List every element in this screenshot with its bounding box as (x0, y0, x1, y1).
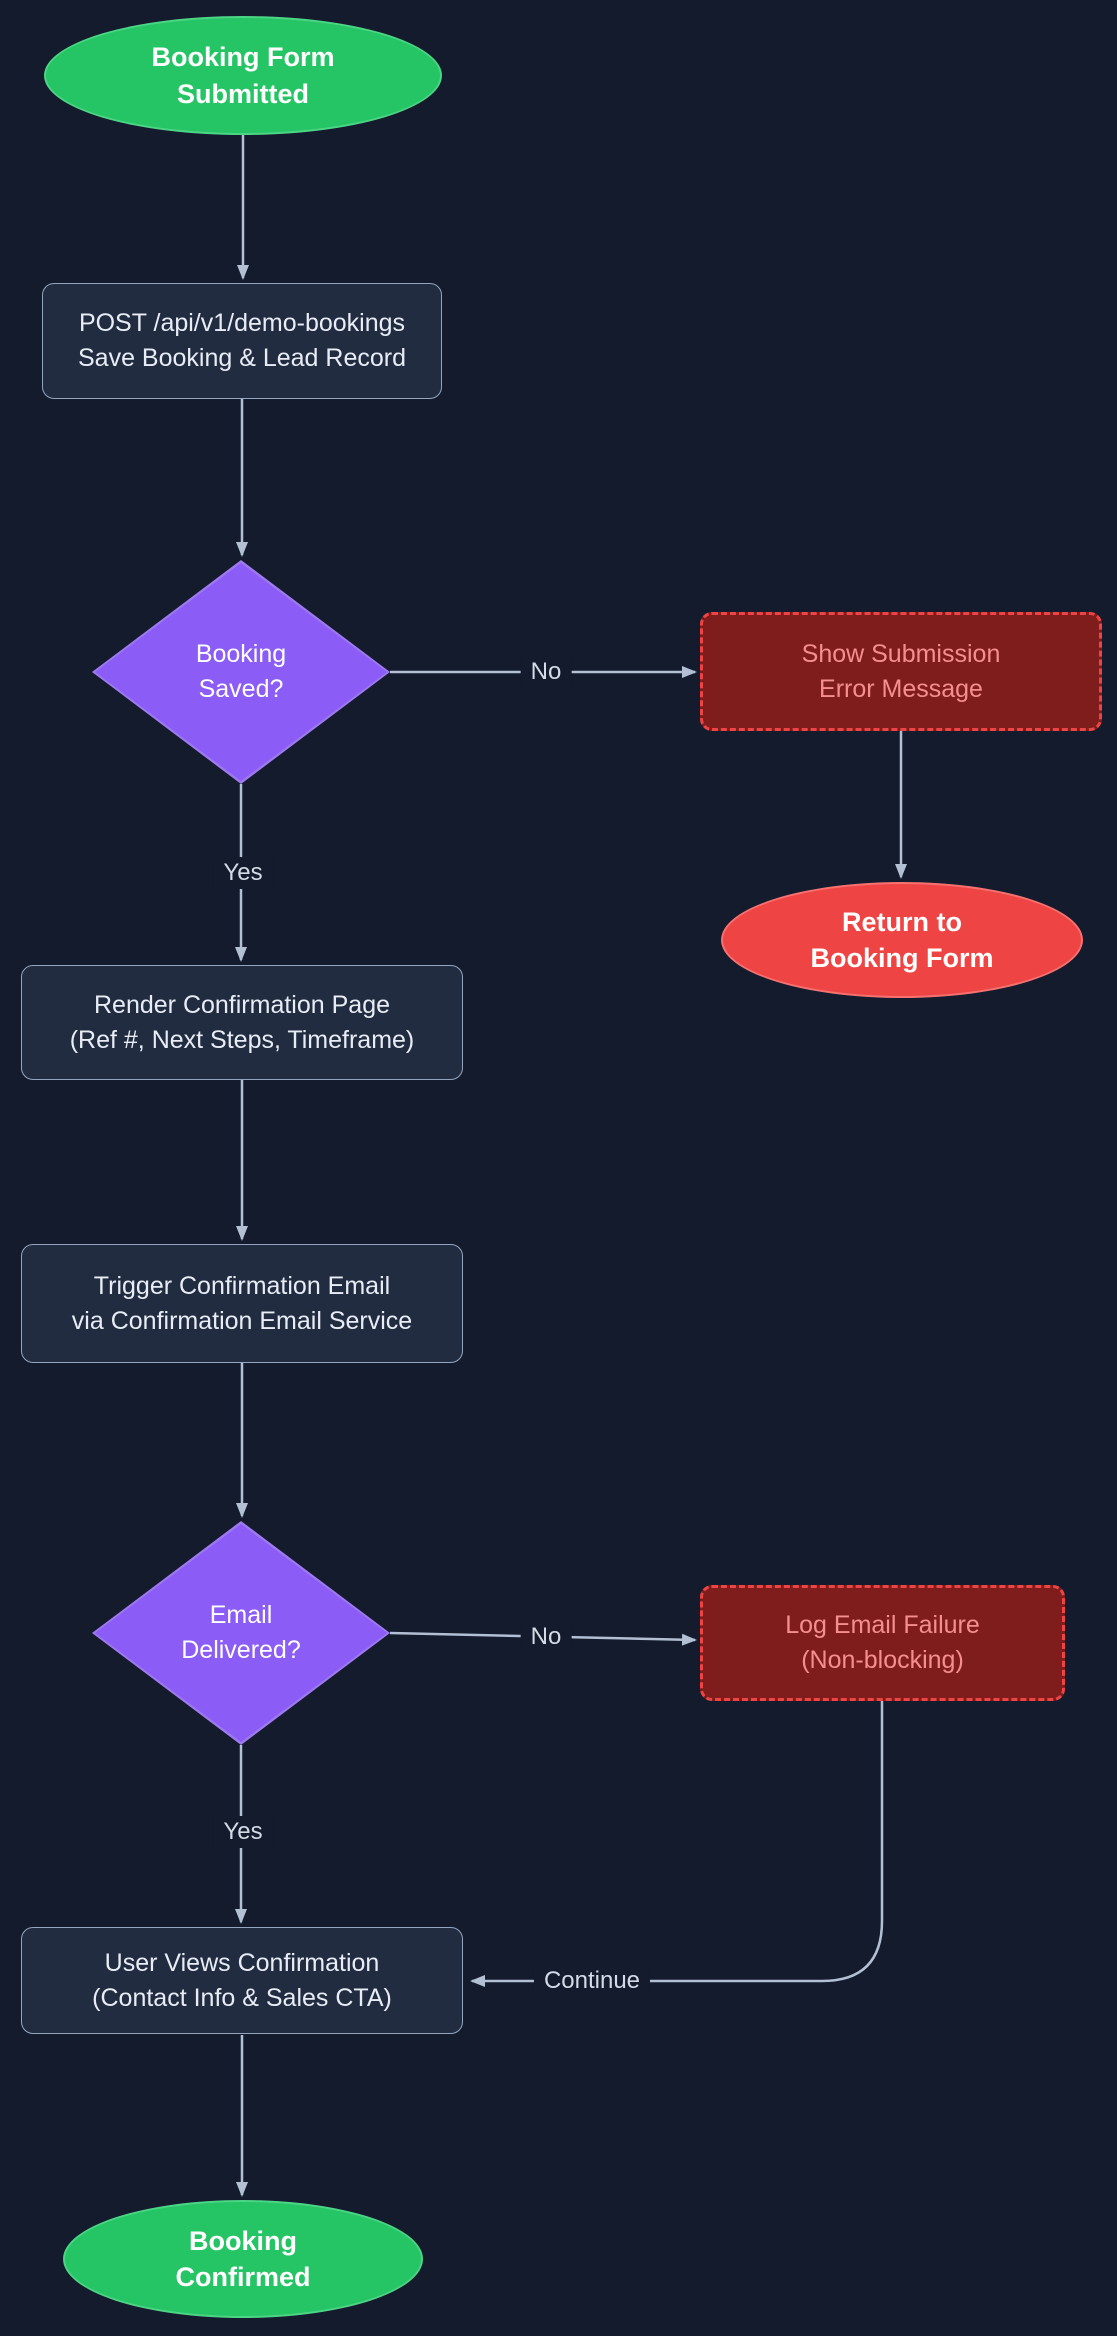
node-label-line: Email (209, 1601, 273, 1629)
node-label-line: Log Email Failure (785, 1611, 980, 1639)
edge-label-no-saved: No (520, 656, 572, 688)
node-label-line: Confirmed (175, 2262, 311, 2292)
node-render-confirmation-page: Render Confirmation Page (Ref #, Next St… (21, 965, 463, 1080)
edge-label-continue: Continue (533, 1965, 651, 1997)
node-label-line: Render Confirmation Page (94, 990, 390, 1019)
node-label-line: (Non-blocking) (801, 1646, 964, 1674)
edge-label-no-delivered: No (520, 1621, 572, 1653)
edge-logfailure-continue (470, 1701, 884, 1987)
node-label-line: Show Submission (801, 639, 1001, 668)
node-label-line: Booking (189, 2225, 297, 2256)
node-label-line: Return to (842, 906, 962, 937)
node-label-line: Submitted (177, 78, 309, 109)
node-booking-form-submitted: Booking Form Submitted (44, 16, 442, 135)
node-log-email-failure: Log Email Failure (Non-blocking) (700, 1585, 1065, 1701)
decision-email-delivered: Email Delivered? (92, 1521, 390, 1745)
decision-label: Email Delivered? (92, 1521, 390, 1745)
node-show-submission-error: Show Submission Error Message (700, 612, 1102, 731)
node-return-to-booking-form: Return to Booking Form (721, 882, 1083, 998)
node-booking-confirmed: Booking Confirmed (63, 2200, 423, 2318)
node-label-line: (Contact Info & Sales CTA) (92, 1983, 392, 2012)
decision-booking-saved: Booking Saved? (92, 560, 390, 784)
node-label-line: User Views Confirmation (104, 1948, 380, 1977)
node-label-line: Error Message (819, 674, 983, 703)
node-post-save-booking: POST /api/v1/demo-bookings Save Booking … (42, 283, 442, 399)
decision-label: Booking Saved? (92, 560, 390, 784)
node-label-line: Saved? (198, 675, 284, 703)
node-label-line: Booking Form (151, 42, 335, 73)
edge-label-yes-delivered: Yes (213, 1816, 273, 1848)
node-label-line: POST /api/v1/demo-bookings (78, 309, 406, 337)
node-label-line: Save Booking & Lead Record (78, 344, 406, 372)
node-label-line: Trigger Confirmation Email (93, 1271, 391, 1300)
node-label-line: via Confirmation Email Service (71, 1306, 413, 1335)
node-label-line: Booking (195, 640, 287, 668)
node-user-views-confirmation: User Views Confirmation (Contact Info & … (21, 1927, 463, 2034)
node-label-line: (Ref #, Next Steps, Timeframe) (69, 1025, 415, 1054)
edge-label-yes-saved: Yes (213, 857, 273, 889)
node-label-line: Booking Form (810, 943, 994, 973)
node-trigger-confirmation-email: Trigger Confirmation Email via Confirmat… (21, 1244, 463, 1363)
node-label-line: Delivered? (181, 1636, 301, 1664)
